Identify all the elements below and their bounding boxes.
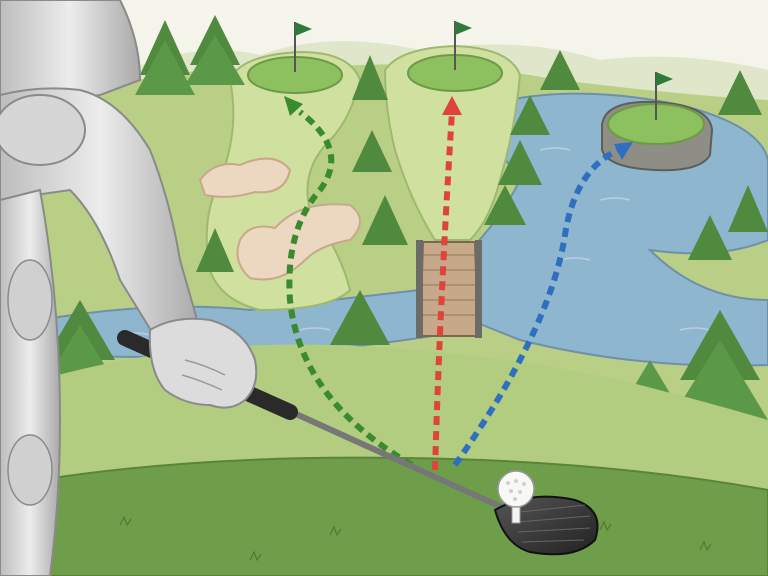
tree [718,70,762,115]
flag-icon [294,22,312,72]
island-green-path [452,147,620,467]
ball-dimples [506,479,526,501]
tree [484,185,526,225]
tee-box [39,456,768,576]
flag-icon [454,21,472,70]
tree [196,228,234,272]
tree [498,140,542,185]
sand-bunker-1 [198,157,292,198]
trees [40,15,768,420]
tree [510,95,550,135]
grass-tufts [119,515,712,562]
bridge-icon [416,240,482,338]
robot-arm-icon [0,0,258,576]
left-path-arrow [284,96,303,116]
robot-hand [148,317,258,409]
tree [688,215,732,260]
sand-bunker-2 [236,203,361,281]
center-path-arrow [442,96,462,115]
tree [330,290,390,345]
island-path-arrow [614,142,633,160]
tree [185,15,245,85]
tree [728,185,768,232]
shot-paths [286,109,620,471]
golf-ball-icon [497,470,535,508]
left-green-path [286,109,414,468]
center-green-path [432,111,455,471]
tree [362,195,408,245]
tree [540,50,580,90]
flag-icon [655,72,673,120]
tree [135,20,195,95]
tree [352,55,388,100]
tree [352,130,392,172]
